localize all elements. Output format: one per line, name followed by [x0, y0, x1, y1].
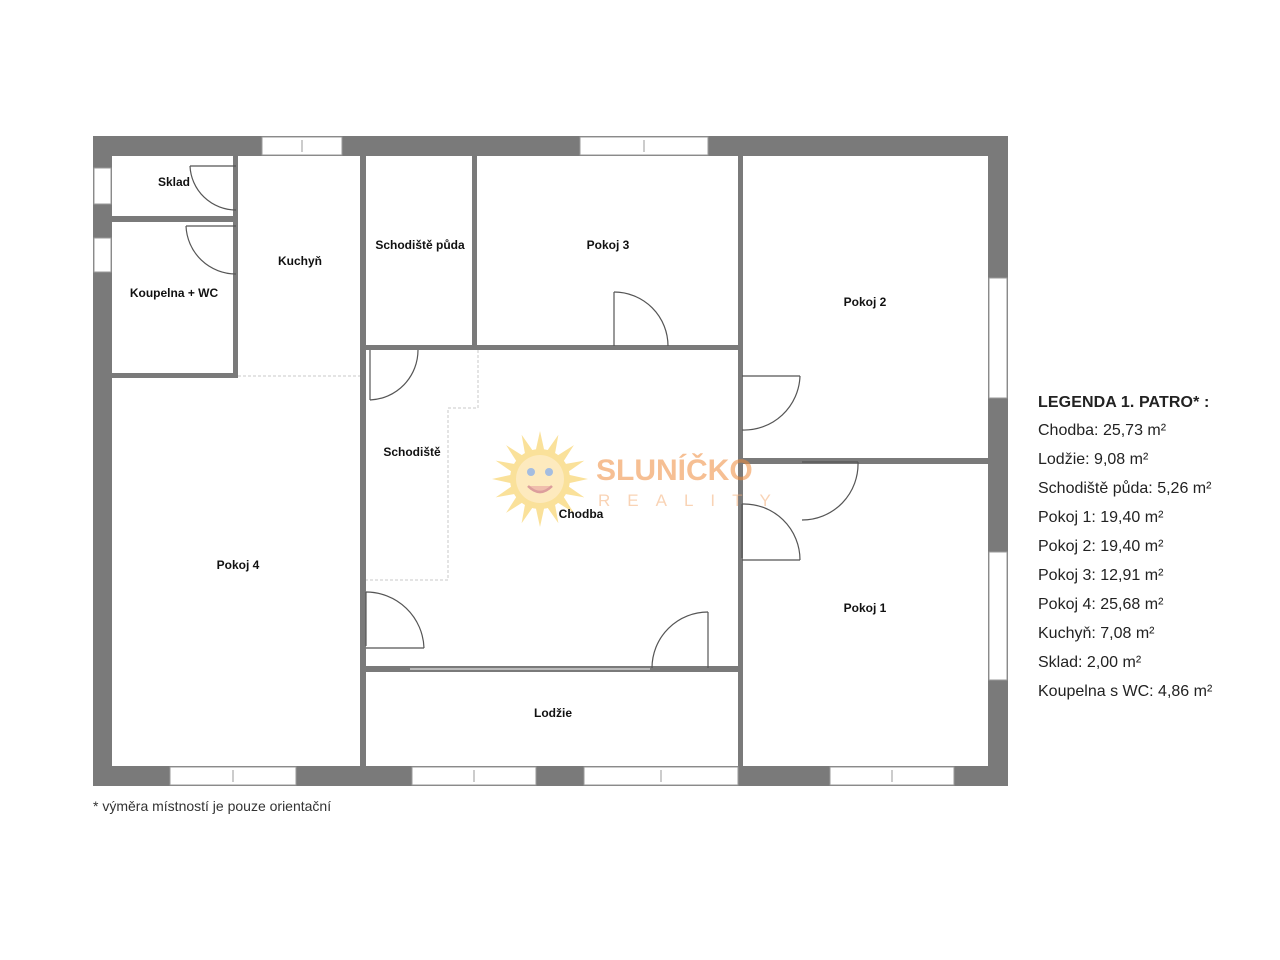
- room-label-pokoj4: Pokoj 4: [217, 558, 260, 572]
- legend-item: Chodba: 25,73 m²: [1038, 422, 1167, 439]
- zone-lines: [238, 350, 479, 581]
- sun-ray: [495, 460, 517, 473]
- door-pokoj4: [365, 591, 425, 649]
- room-label-pokoj3: Pokoj 3: [587, 238, 630, 252]
- door-lodzie: [651, 611, 709, 669]
- door-pokoj1-upper: [801, 461, 859, 521]
- legend-item: Koupelna s WC: 4,86 m²: [1038, 683, 1213, 700]
- legend-item: Pokoj 1: 19,40 m²: [1038, 509, 1164, 526]
- sun-ray: [535, 431, 545, 452]
- sun-ray: [563, 485, 585, 498]
- legend-item: Pokoj 3: 12,91 m²: [1038, 567, 1164, 584]
- watermark-logo: SLUNÍČKO REALITY: [492, 431, 788, 527]
- sun-ray: [521, 502, 534, 524]
- doors: [185, 165, 859, 669]
- sun-ray: [567, 474, 588, 484]
- room-label-koupelna: Koupelna + WC: [130, 286, 219, 300]
- sun-ray: [563, 460, 585, 473]
- sun-icon: [492, 431, 588, 527]
- legend-item: Pokoj 4: 25,68 m²: [1038, 596, 1164, 613]
- room-label-lodzie: Lodžie: [534, 706, 572, 720]
- room-label-chodba: Chodba: [559, 507, 604, 521]
- footnote: * výměra místností je pouze orientační: [93, 798, 332, 814]
- room-label-kuchyn: Kuchyň: [278, 254, 322, 268]
- room-label-pokoj1: Pokoj 1: [844, 601, 887, 615]
- room-label-schodiste: Schodiště: [383, 445, 441, 459]
- legend-item: Schodiště půda: 5,26 m²: [1038, 480, 1212, 497]
- legend-item: Pokoj 2: 19,40 m²: [1038, 538, 1164, 555]
- sun-ray: [535, 506, 545, 527]
- door-koupelna: [185, 225, 237, 275]
- sun-ray: [546, 502, 559, 524]
- door-pokoj2: [741, 375, 801, 431]
- legend-item: Kuchyň: 7,08 m²: [1038, 625, 1155, 642]
- room-label-sklad: Sklad: [158, 175, 190, 189]
- window-mullions: [232, 140, 893, 782]
- legend-item: Lodžie: 9,08 m²: [1038, 451, 1149, 468]
- watermark-brand: SLUNÍČKO: [596, 453, 753, 487]
- sun-ray: [495, 485, 517, 498]
- room-label-schodiste-puda: Schodiště půda: [375, 238, 465, 252]
- door-pokoj1-lower: [741, 503, 801, 561]
- legend-title: LEGENDA 1. PATRO* :: [1038, 394, 1210, 411]
- door-sklad: [189, 165, 237, 211]
- legend-item: Sklad: 2,00 m²: [1038, 654, 1142, 671]
- sun-ray: [521, 434, 534, 456]
- door-schodiste: [369, 349, 419, 401]
- room-label-pokoj2: Pokoj 2: [844, 295, 887, 309]
- windows: [93, 136, 1008, 786]
- legend: LEGENDA 1. PATRO* : Chodba: 25,73 m² Lod…: [1038, 394, 1278, 710]
- sun-ray: [492, 474, 513, 484]
- watermark-sub: REALITY: [598, 491, 788, 510]
- room-labels: Sklad Koupelna + WC Kuchyň Schodiště půd…: [130, 175, 887, 720]
- door-pokoj3: [613, 291, 669, 347]
- sun-ray: [546, 434, 559, 456]
